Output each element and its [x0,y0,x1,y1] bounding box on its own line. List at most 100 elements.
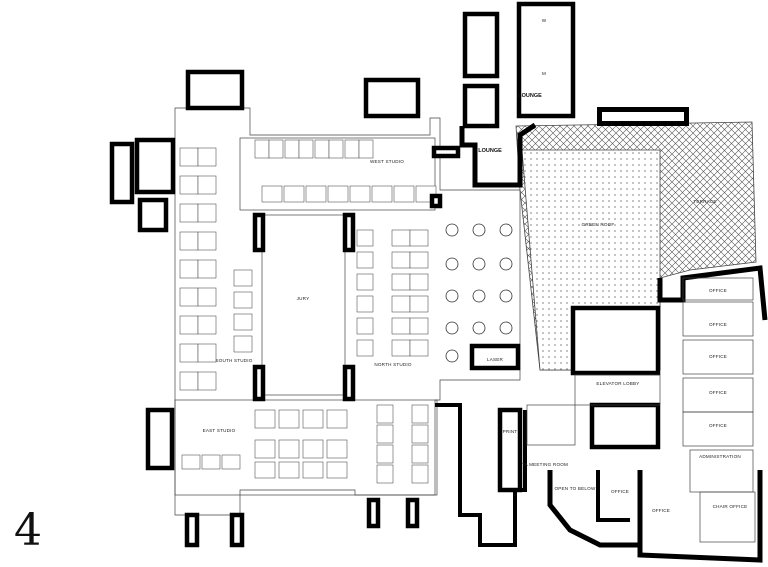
desk [314,139,330,159]
desk [278,439,300,459]
desk [393,185,415,203]
desk [197,175,217,195]
desk [409,251,429,269]
desk [326,409,348,429]
desk [411,444,429,464]
label-south-studio: SOUTH STUDIO [215,358,252,363]
desk [326,439,348,459]
desk [349,185,371,203]
desk [305,185,327,203]
label-office: OFFICE [709,423,727,428]
desk [356,339,374,357]
desk [356,317,374,335]
column [499,289,513,303]
desk [302,409,324,429]
desk [376,464,394,484]
label-men-restroom: M [542,71,546,76]
desk [302,439,324,459]
label-ta-meeting-room: TA MEETING ROOM [522,462,568,467]
desk [179,231,199,251]
structural-walls [109,1,768,563]
label-lounge-small: LOUNGE [518,93,542,99]
desk [376,404,394,424]
desk [376,424,394,444]
desk-groups [179,139,437,484]
label-women-restroom: W [542,18,547,23]
desk [391,229,411,247]
desk [358,139,374,159]
desk [179,371,199,391]
column [472,289,486,303]
desk [356,229,374,247]
desk [356,251,374,269]
desk [284,139,300,159]
label-lounge: LOUNGE [478,148,502,154]
desk [197,259,217,279]
desk [391,317,411,335]
desk [179,175,199,195]
label-jury: JURY [297,296,310,301]
column [445,349,459,363]
desk [233,313,253,331]
desk [181,454,201,470]
label-office: OFFICE [709,288,727,293]
desk [197,315,217,335]
floor-number: 4 [14,505,42,556]
desk [233,291,253,309]
column [499,257,513,271]
desk [376,444,394,464]
desk [283,185,305,203]
desk [409,295,429,313]
office-suite [526,277,756,543]
desk [391,273,411,291]
label-office: OFFICE [652,508,670,513]
desk [179,259,199,279]
desk [409,339,429,357]
desk [221,454,241,470]
label-print: PRINT [503,429,518,434]
studio-block [174,107,521,516]
desk [326,461,348,479]
label-elevator-lobby: ELEVATOR LOBBY [596,381,639,386]
desk [197,231,217,251]
label-west-studio: WEST STUDIO [370,159,404,164]
label-office: OFFICE [709,354,727,359]
column [445,321,459,335]
desk [268,139,284,159]
desk [201,454,221,470]
desk [302,461,324,479]
desk [391,251,411,269]
desk [371,185,393,203]
column [499,223,513,237]
desk [409,317,429,335]
desk [254,461,276,479]
column [445,223,459,237]
label-office: OFFICE [709,390,727,395]
label-office: OFFICE [709,322,727,327]
desk [197,371,217,391]
desk [391,339,411,357]
desk [197,203,217,223]
desk [298,139,314,159]
desk [411,424,429,444]
room-labels: WEST STUDIO LOUNGE LOUNGE W M GREEN ROOF… [203,18,748,513]
desk [278,409,300,429]
label-green-roof: GREEN ROOF [582,222,615,227]
desk [391,295,411,313]
column [445,257,459,271]
label-open-to-below: OPEN TO BELOW [555,486,596,491]
desk [254,139,270,159]
desk [197,287,217,307]
desk [197,343,217,363]
desk [344,139,360,159]
desk [197,147,217,167]
column [445,289,459,303]
column [472,223,486,237]
label-office: OFFICE [611,489,629,494]
label-chair-office: CHAIR OFFICE [713,504,748,509]
label-north-studio: NORTH STUDIO [374,362,412,367]
desk [411,464,429,484]
column [499,321,513,335]
desk [179,315,199,335]
